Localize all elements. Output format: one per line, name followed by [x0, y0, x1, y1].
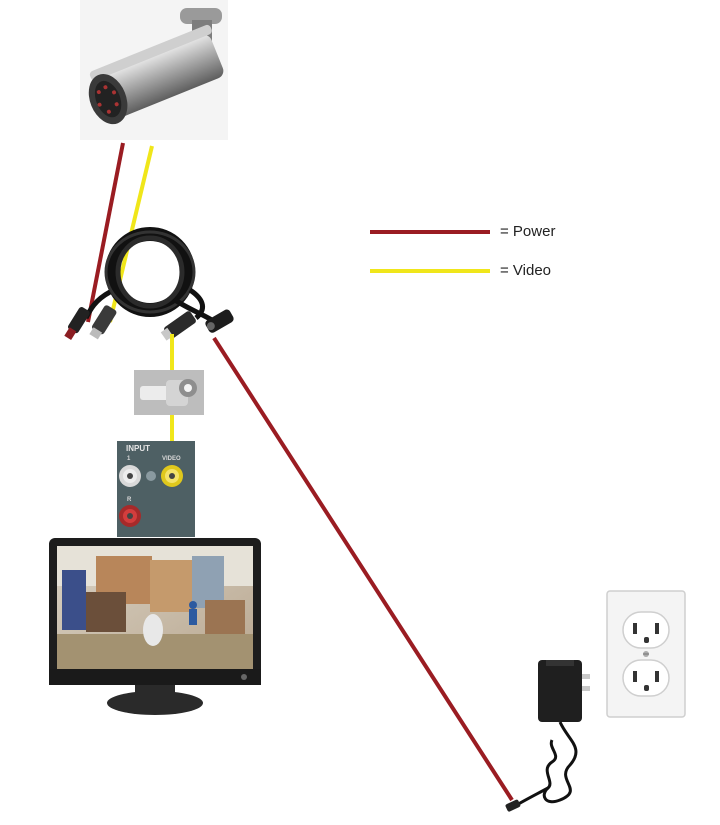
monitor	[49, 538, 261, 715]
legend-power-label: = Power	[500, 223, 556, 240]
outlet-receptacle-bottom	[622, 659, 670, 697]
cable-coil	[64, 227, 234, 341]
input-jack-right-label: VIDEO	[162, 456, 181, 462]
bnc-rca-adapter	[134, 370, 204, 415]
power-adapter	[505, 660, 590, 812]
outlet-receptacle-top	[622, 611, 670, 649]
legend-video-label: = Video	[500, 262, 552, 279]
power-wire-camera	[86, 142, 125, 323]
power-wire-long	[212, 336, 514, 802]
wall-outlet	[606, 590, 686, 718]
input-jack-left-label: 1	[127, 456, 131, 462]
input-panel-title: INPUT	[126, 444, 150, 453]
input-jack-bottom-label: R	[127, 497, 132, 503]
input-panel	[117, 441, 195, 537]
camera	[80, 0, 228, 140]
